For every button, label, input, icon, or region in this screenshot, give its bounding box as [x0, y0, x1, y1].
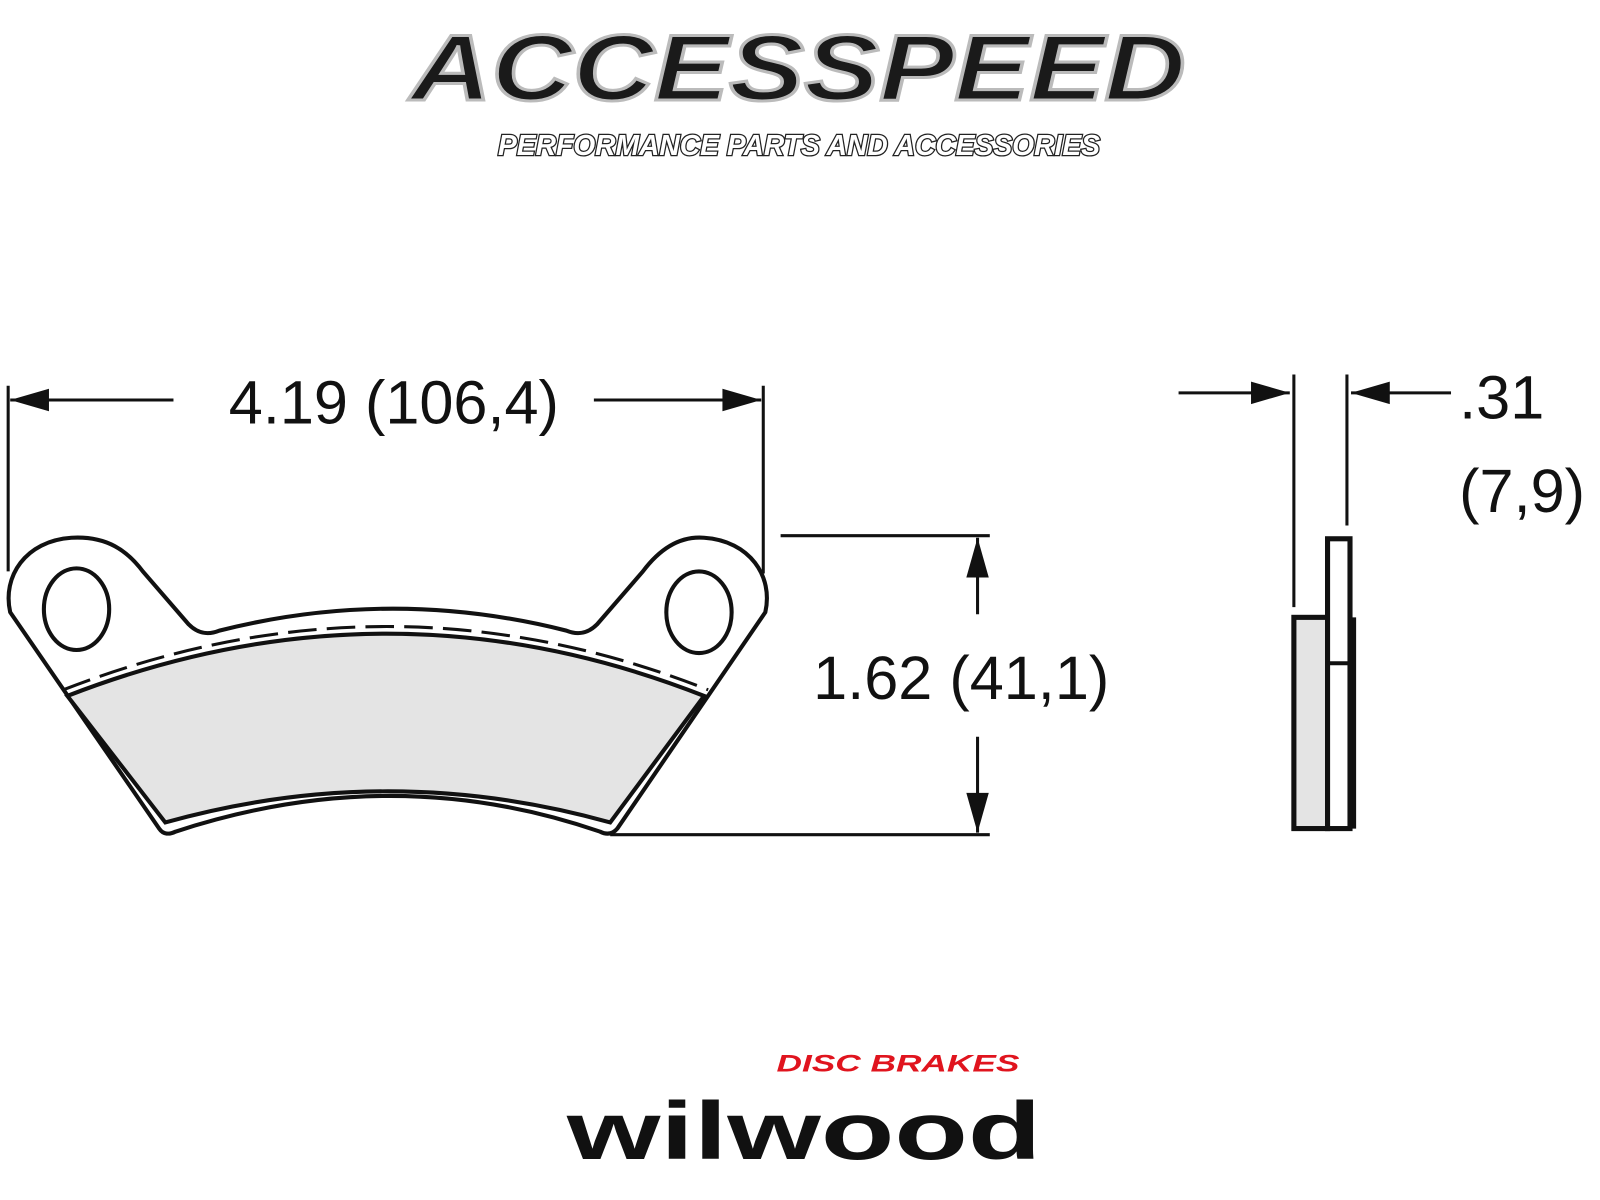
logo-brand: wilwood: [565, 1086, 1041, 1177]
arrow-left-icon: [1351, 381, 1390, 405]
width-label: 4.19 (106,4): [229, 368, 559, 436]
friction-material: [64, 631, 708, 825]
side-friction-material: [1291, 614, 1331, 832]
logo-tag: DISC BRAKES: [777, 1050, 1021, 1077]
mounting-hole-left: [41, 566, 112, 653]
friction-edge-dashed: [62, 625, 709, 692]
logo-tagline: PERFORMANCE PARTS AND ACCESSORIES: [498, 130, 1100, 162]
height-dimension: [610, 534, 990, 837]
arrow-left-icon: [10, 388, 49, 412]
side-view: [1178, 374, 1452, 832]
accesspeed-logo: ACCESSPEED PERFORMANCE PARTS AND ACCESSO…: [406, 13, 1187, 163]
height-label: 1.62 (41,1): [813, 644, 1109, 712]
arrow-up-icon: [966, 537, 989, 578]
side-backing-plate: [1325, 536, 1353, 832]
arrow-down-icon: [966, 792, 989, 833]
logo-brand: ACCESSPEED: [408, 15, 1186, 120]
width-dimension: [6, 385, 765, 574]
thickness-label-in: .31: [1459, 363, 1544, 431]
arrow-right-icon: [722, 388, 762, 412]
thickness-label-mm: (7,9): [1459, 457, 1585, 525]
mounting-hole-right: [664, 569, 734, 656]
wilwood-logo: DISC BRAKES wilwood: [565, 1050, 1041, 1177]
arrow-right-icon: [1251, 381, 1290, 405]
